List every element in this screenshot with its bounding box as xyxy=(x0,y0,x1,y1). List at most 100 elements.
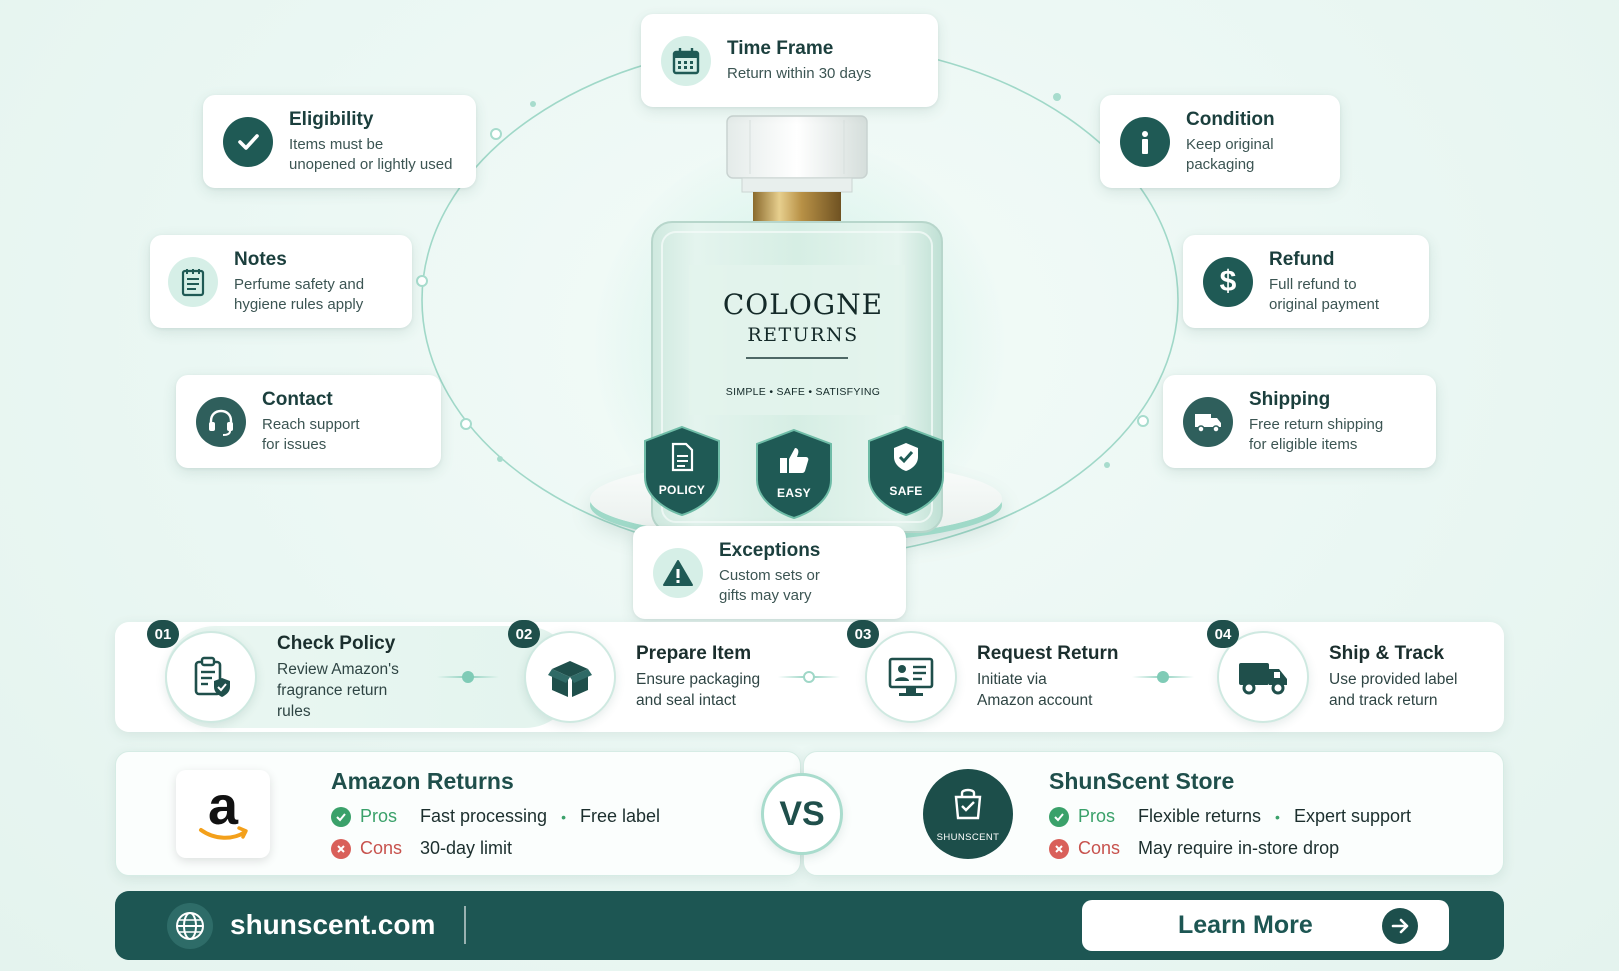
amazon-returns-panel: a Amazon Returns Pros Fast processing • … xyxy=(115,751,801,876)
eligibility-card: Eligibility Items must be unopened or li… xyxy=(203,95,476,188)
notepad-icon xyxy=(168,256,218,307)
learn-more-label: Learn More xyxy=(1178,911,1313,939)
shunscent-logo: SHUNSCENT xyxy=(923,769,1013,859)
card-desc-line2: hygiene rules apply xyxy=(234,295,364,313)
shield-badge-safe: SAFE xyxy=(865,425,947,517)
clipboard-shield-icon xyxy=(165,631,257,723)
shield-badge-policy: POLICY xyxy=(641,425,723,517)
cons-label: Cons xyxy=(1078,838,1121,858)
pro-item: Expert support xyxy=(1293,806,1412,826)
condition-card: Condition Keep original packaging xyxy=(1100,95,1340,188)
step-title: Check Policy xyxy=(277,632,396,654)
step-title: Prepare Item xyxy=(636,643,752,664)
cologne-bottle xyxy=(651,115,943,533)
contact-card: Contact Reach support for issues xyxy=(176,375,441,468)
card-desc-line1: Perfume safety and xyxy=(234,275,365,293)
time-frame-card: Time Frame Return within 30 days xyxy=(641,14,938,107)
pro-item: Flexible returns xyxy=(1138,806,1262,826)
amazon-logo-letter: a xyxy=(208,782,239,836)
card-desc-line1: Keep original xyxy=(1186,135,1274,153)
card-title: Contact xyxy=(262,388,333,410)
shield-check-icon xyxy=(891,441,921,478)
return-steps-bar: 01 Check Policy Review Amazon's fragranc… xyxy=(115,620,1504,732)
step-desc-line1: Use provided label xyxy=(1329,671,1458,688)
card-desc-line2: for issues xyxy=(262,435,327,453)
check-circle-icon xyxy=(1049,806,1069,827)
amazon-title: Amazon Returns xyxy=(331,768,514,794)
step-number: 04 xyxy=(1207,620,1239,648)
step-connector xyxy=(1132,671,1194,683)
step-prepare-item: 02 Prepare Item Ensure packaging and sea… xyxy=(508,620,761,732)
shunscent-title: ShunScent Store xyxy=(1049,768,1235,794)
headset-icon xyxy=(196,396,246,447)
con-item: 30-day limit xyxy=(420,838,513,858)
cons-label: Cons xyxy=(360,838,403,858)
card-title: Refund xyxy=(1269,248,1335,270)
amazon-pros-row: Pros Fast processing • Free label xyxy=(331,806,660,827)
dollar-icon: $ xyxy=(1203,256,1253,307)
truck-icon xyxy=(1183,396,1233,447)
pro-item: Fast processing xyxy=(420,806,548,826)
bottle-label-line2: RETURNS xyxy=(747,324,859,346)
step-desc-line1: Ensure packaging xyxy=(636,671,761,688)
warning-icon xyxy=(653,547,703,598)
card-title: Eligibility xyxy=(289,108,374,130)
website-link[interactable]: shunscent.com xyxy=(230,909,436,940)
card-title: Exceptions xyxy=(719,539,821,561)
step-number: 01 xyxy=(147,620,179,648)
delivery-truck-icon xyxy=(1217,631,1309,723)
card-desc-line1: Reach support xyxy=(262,415,360,433)
learn-more-button[interactable]: Learn More xyxy=(1082,900,1449,951)
shunscent-store-panel: ShunScent Store Pros Flexible returns • … xyxy=(803,751,1504,876)
shunscent-pros-row: Pros Flexible returns • Expert support xyxy=(1049,806,1411,827)
separator-dot: • xyxy=(1275,808,1280,825)
card-title: Notes xyxy=(234,248,287,270)
step-request-return: 03 Request Return Initiate via Amazon ac… xyxy=(847,620,1119,732)
card-desc-line2: packaging xyxy=(1186,155,1255,173)
card-desc-line1: Items must be xyxy=(289,135,384,153)
card-title: Condition xyxy=(1186,108,1275,130)
step-desc-line2: and track return xyxy=(1329,692,1438,709)
step-check-policy: 01 Check Policy Review Amazon's fragranc… xyxy=(147,620,399,732)
step-number: 02 xyxy=(508,620,540,648)
card-desc-line1: Full refund to xyxy=(1269,275,1357,293)
shunscent-cons-row: Cons May require in-store drop xyxy=(1049,838,1339,859)
step-ship-track: 04 Ship & Track Use provided label and t… xyxy=(1207,620,1458,732)
card-desc: Return within 30 days xyxy=(727,64,872,82)
shield-label: SAFE xyxy=(889,483,923,498)
shopping-bag-icon xyxy=(950,785,986,826)
step-desc-line2: Amazon account xyxy=(977,692,1093,709)
step-title: Ship & Track xyxy=(1329,643,1445,664)
con-item: May require in-store drop xyxy=(1138,838,1340,858)
card-desc-line2: gifts may vary xyxy=(719,586,812,604)
box-icon xyxy=(524,631,616,723)
globe-icon xyxy=(167,903,213,949)
card-title: Time Frame xyxy=(727,37,834,59)
pros-label: Pros xyxy=(360,806,398,826)
card-desc-line2: original payment xyxy=(1269,295,1380,313)
card-title: Shipping xyxy=(1249,388,1331,410)
card-desc-line1: Free return shipping xyxy=(1249,415,1384,433)
step-desc-line3: rules xyxy=(277,702,311,720)
card-desc-line2: for eligible items xyxy=(1249,435,1358,453)
separator-dot: • xyxy=(561,808,566,825)
step-desc-line1: Review Amazon's xyxy=(277,660,399,678)
pros-label: Pros xyxy=(1078,806,1116,826)
shield-label: POLICY xyxy=(658,482,706,497)
thumbs-up-icon xyxy=(778,445,810,480)
pro-item: Free label xyxy=(579,806,661,826)
step-title: Request Return xyxy=(977,643,1119,664)
shield-label: EASY xyxy=(777,485,811,500)
computer-profile-icon xyxy=(865,631,957,723)
step-desc-line1: Initiate via xyxy=(977,671,1047,688)
shield-badge-easy: EASY xyxy=(753,428,835,520)
step-connector xyxy=(437,671,499,683)
card-desc-line2: unopened or lightly used xyxy=(289,155,453,173)
checkmark-icon xyxy=(223,116,273,167)
x-circle-icon xyxy=(331,838,351,859)
amazon-cons-row: Cons 30-day limit xyxy=(331,838,512,859)
amazon-logo: a xyxy=(176,770,270,858)
notes-card: Notes Perfume safety and hygiene rules a… xyxy=(150,235,412,328)
footer-bar: shunscent.com Learn More xyxy=(115,891,1504,960)
